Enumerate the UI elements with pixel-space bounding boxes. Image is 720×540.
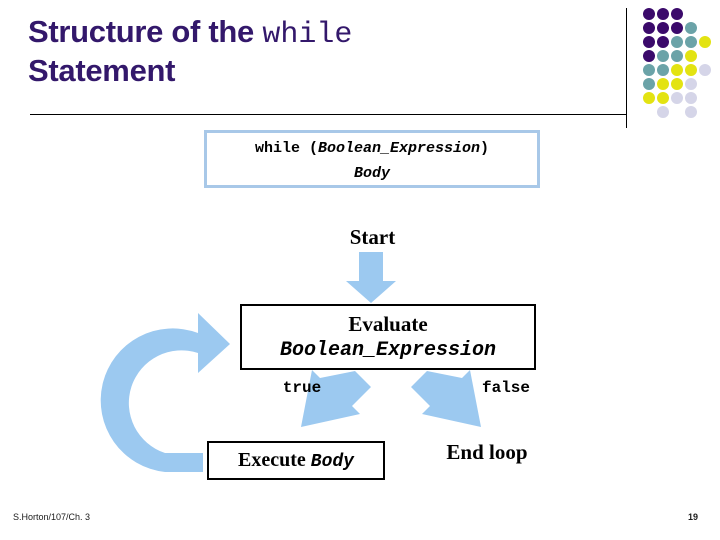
syntax-line-body: Body <box>353 165 390 182</box>
logo-dot-lavender <box>685 106 697 118</box>
flowchart-false-label: false <box>481 379 530 397</box>
logo-dot-yellow <box>671 78 683 90</box>
flowchart-start-label: Start <box>349 225 396 249</box>
logo-dot-yellow <box>657 78 669 90</box>
logo-dot-yellow <box>643 92 655 104</box>
flowchart-end-loop-label: End loop <box>446 440 528 464</box>
open-paren: ( <box>299 140 318 157</box>
logo-dot-purple <box>643 8 655 20</box>
logo-dot-purple <box>657 36 669 48</box>
logo-dot-teal <box>657 64 669 76</box>
logo-dot-purple <box>643 22 655 34</box>
logo-dot-teal <box>671 36 683 48</box>
logo-dot-yellow <box>685 64 697 76</box>
flowchart-execute-box: Execute Body <box>207 441 385 480</box>
logo-dot-yellow <box>699 36 711 48</box>
logo-dot-purple <box>643 36 655 48</box>
logo-dot-purple <box>671 22 683 34</box>
logo-dot-purple <box>671 8 683 20</box>
logo-dot-yellow <box>671 64 683 76</box>
page-title-keyword: while <box>262 18 353 52</box>
page-title-suffix: Statement <box>28 53 176 88</box>
logo-dot-lavender <box>685 78 697 90</box>
header-vertical-divider <box>626 8 627 128</box>
evaluate-verb: Evaluate <box>348 312 428 336</box>
logo-dot-lavender <box>699 64 711 76</box>
logo-dot-teal <box>643 64 655 76</box>
logo-dot-lavender <box>657 106 669 118</box>
page-title-prefix: Structure of the <box>28 14 263 49</box>
flowchart-evaluate-box: Evaluate Boolean_Expression <box>240 304 536 370</box>
logo-dot-purple <box>657 22 669 34</box>
header-horizontal-divider <box>30 114 627 115</box>
boolean-expression-placeholder: Boolean_Expression <box>317 140 481 157</box>
logo-dot-teal <box>671 50 683 62</box>
logo-dot-yellow <box>685 50 697 62</box>
close-paren: ) <box>480 140 490 157</box>
logo-dot-teal <box>643 78 655 90</box>
while-syntax-box: while (Boolean_Expression) Body <box>204 130 540 188</box>
while-keyword: while <box>254 140 300 157</box>
arrow-start-to-evaluate <box>346 252 396 303</box>
footer-credit: S.Horton/107/Ch. 3 <box>13 512 91 522</box>
logo-dot-yellow <box>657 92 669 104</box>
execute-verb: Execute <box>238 449 311 471</box>
logo-dot-lavender <box>671 92 683 104</box>
evaluate-expression: Boolean_Expression <box>279 339 497 362</box>
logo-dot-teal <box>685 36 697 48</box>
flowchart-true-label: true <box>282 379 322 397</box>
logo-dot-teal <box>657 50 669 62</box>
decorative-dot-grid-icon <box>643 8 713 120</box>
logo-dot-lavender <box>685 92 697 104</box>
logo-dot-teal <box>685 22 697 34</box>
execute-target: Body <box>310 452 354 472</box>
page-title: Structure of the while Statement <box>28 14 588 89</box>
logo-dot-purple <box>657 8 669 20</box>
logo-dot-purple <box>643 50 655 62</box>
syntax-line-header: while (Boolean_Expression) <box>207 136 537 161</box>
footer-page-number: 19 <box>688 512 699 522</box>
